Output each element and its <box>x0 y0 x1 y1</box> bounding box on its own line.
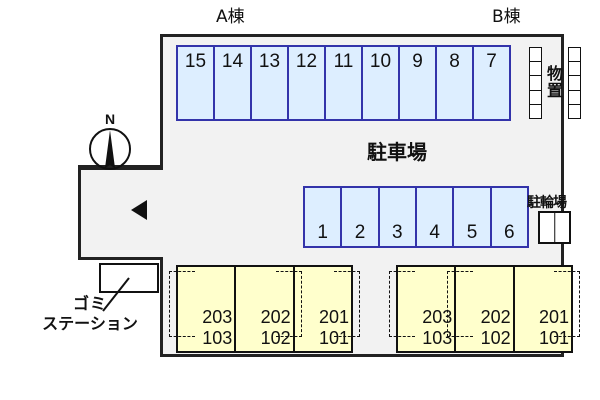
parking-stall-number: 9 <box>412 51 423 72</box>
unit-number-upper: 201 <box>318 306 349 327</box>
balcony-outline <box>389 271 415 337</box>
storage-cell <box>530 76 541 91</box>
unit-number-upper: 203 <box>422 306 453 327</box>
storage-cell <box>569 76 580 91</box>
parking-stall[interactable]: 2 <box>342 188 380 246</box>
storage-cell <box>569 105 580 118</box>
parking-lot-label: 駐車場 <box>367 140 427 164</box>
parking-stall[interactable]: 10 <box>363 47 400 119</box>
building-unit[interactable]: 203 103 <box>389 267 457 351</box>
building-b-label: B棟 <box>492 7 521 27</box>
unit-numbers: 201 101 <box>319 307 349 349</box>
parking-stall[interactable]: 15 <box>178 47 215 119</box>
building-a-label: A棟 <box>216 7 245 27</box>
building-unit[interactable]: 201 101 <box>515 267 580 351</box>
unit-number-lower: 103 <box>202 327 233 348</box>
unit-number-lower: 101 <box>538 327 569 348</box>
parking-stall[interactable]: 8 <box>437 47 474 119</box>
parking-stall[interactable]: 13 <box>252 47 289 119</box>
garbage-station-label-line2: ステーション <box>42 314 138 333</box>
unit-number-lower: 103 <box>422 327 453 348</box>
parking-stall[interactable]: 14 <box>215 47 252 119</box>
storage-label: 物置 <box>546 64 563 100</box>
unit-number-lower: 102 <box>260 327 291 348</box>
unit-number-upper: 201 <box>538 306 569 327</box>
garbage-station-label-line1: ゴミ <box>72 294 107 313</box>
building-unit[interactable]: 202 102 <box>447 267 515 351</box>
storage-cell <box>530 91 541 105</box>
parking-stall-number: 11 <box>333 51 354 72</box>
direction-arrow-left-icon <box>131 200 147 220</box>
garbage-station-leader-line <box>102 277 130 312</box>
bicycle-parking-area[interactable] <box>538 211 571 244</box>
parking-row-top: 15 14 13 12 11 10 9 8 7 <box>176 45 511 121</box>
parking-stall[interactable]: 3 <box>380 188 417 246</box>
parking-stall-number: 15 <box>184 51 207 72</box>
unit-numbers: 203 103 <box>422 307 452 349</box>
unit-number-lower: 101 <box>318 327 349 348</box>
parking-stall[interactable]: 5 <box>454 188 492 246</box>
balcony-outline <box>447 271 474 337</box>
lot-seam-lower <box>163 253 561 267</box>
storage-column-left <box>529 47 542 119</box>
parking-stall-number: 13 <box>258 51 281 72</box>
storage-cell <box>569 91 580 105</box>
parking-stall-number: 6 <box>504 222 515 243</box>
driveway-bottom-edge <box>78 257 163 260</box>
parking-stall-number: 5 <box>466 222 478 243</box>
parking-stall[interactable]: 4 <box>417 188 455 246</box>
parking-stall-number: 7 <box>486 51 497 72</box>
unit-number-lower: 102 <box>480 327 511 348</box>
parking-stall[interactable]: 7 <box>474 47 509 119</box>
lot-seam-upper <box>163 160 561 174</box>
storage-cell <box>530 62 541 77</box>
balcony-outline <box>553 271 580 337</box>
parking-stall-number: 1 <box>317 222 328 243</box>
parking-stall-number: 14 <box>221 51 244 72</box>
compass-north-label: N <box>104 111 116 127</box>
parking-stall-number: 8 <box>449 51 460 72</box>
compass-north-icon: N <box>88 112 132 172</box>
parking-stall[interactable]: 11 <box>326 47 363 119</box>
parking-stall[interactable]: 9 <box>400 47 437 119</box>
balcony-outline <box>169 271 195 337</box>
parking-stall-number: 12 <box>295 51 318 72</box>
unit-numbers: 203 103 <box>202 307 232 349</box>
bicycle-parking-label: 駐輪場 <box>527 195 567 211</box>
balcony-outline <box>333 271 360 337</box>
parking-stall-number: 3 <box>392 222 403 243</box>
unit-number-upper: 203 <box>202 306 233 327</box>
unit-numbers: 202 102 <box>481 307 511 349</box>
building-unit[interactable]: 201 101 <box>295 267 360 351</box>
garbage-station-label: ゴミ ステーション <box>10 294 170 334</box>
parking-stall-number: 4 <box>429 222 440 243</box>
unit-number-upper: 202 <box>480 306 511 327</box>
building-unit[interactable]: 203 103 <box>169 267 237 351</box>
parking-stall[interactable]: 6 <box>492 188 527 246</box>
storage-cell <box>530 48 541 63</box>
balcony-outline <box>275 271 302 337</box>
building-a[interactable]: 203 103 202 102 201 101 <box>169 265 360 353</box>
storage-column-right <box>568 47 581 119</box>
parking-stall-number: 10 <box>369 51 392 72</box>
parking-stall-number: 2 <box>354 222 366 243</box>
parking-row-bottom: 1 2 3 4 5 6 <box>303 186 529 248</box>
unit-number-upper: 202 <box>260 306 291 327</box>
storage-area[interactable]: 物置 <box>529 47 581 119</box>
unit-numbers: 202 102 <box>261 307 291 349</box>
storage-cell <box>569 62 580 77</box>
parking-stall[interactable]: 12 <box>289 47 326 119</box>
parking-stall[interactable]: 1 <box>305 188 343 246</box>
building-unit[interactable]: 202 102 <box>236 267 302 351</box>
storage-cell <box>530 105 541 118</box>
storage-cell <box>569 48 580 63</box>
building-b[interactable]: 203 103 202 102 201 101 <box>389 265 580 353</box>
unit-numbers: 201 101 <box>539 307 569 349</box>
